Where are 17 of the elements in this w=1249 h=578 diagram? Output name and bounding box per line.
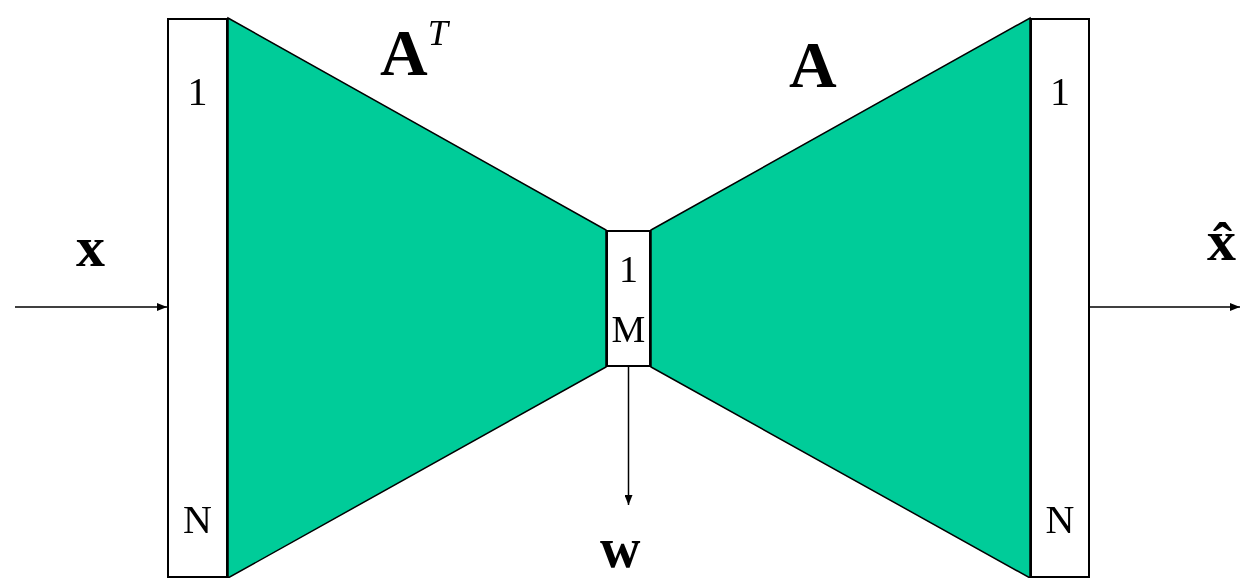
arrow bbox=[14, 303, 168, 311]
layer-bar bbox=[167, 18, 228, 578]
size-label: N bbox=[1044, 500, 1076, 540]
size-label: N bbox=[182, 500, 213, 540]
output-label: w bbox=[600, 520, 641, 576]
index-label: 1 bbox=[618, 250, 639, 288]
index-label: 1 bbox=[186, 72, 209, 112]
size-label: M bbox=[610, 310, 647, 348]
matrix-label: A bbox=[789, 32, 837, 98]
layer-bar bbox=[1030, 18, 1090, 578]
matrix-label: A$^{T}$ bbox=[380, 20, 448, 86]
index-label: 1 bbox=[1049, 72, 1071, 112]
arrow bbox=[624, 366, 633, 506]
edge-label: x bbox=[76, 218, 105, 276]
edge-label: x̂ bbox=[1207, 212, 1236, 270]
arrow bbox=[1089, 303, 1241, 311]
layer-bar bbox=[606, 230, 651, 367]
